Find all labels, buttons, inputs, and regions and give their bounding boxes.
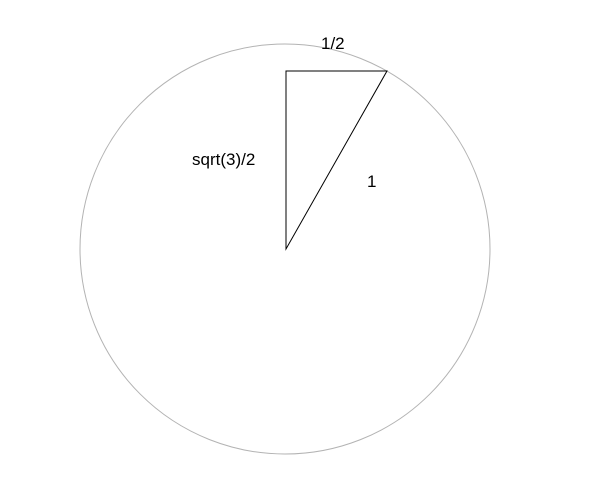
top-edge-label: 1/2: [321, 34, 345, 53]
unit-circle: [79, 43, 491, 455]
left-edge-label: sqrt(3)/2: [192, 150, 255, 169]
right-triangle: [285, 70, 388, 251]
hypotenuse-label: 1: [367, 172, 376, 191]
